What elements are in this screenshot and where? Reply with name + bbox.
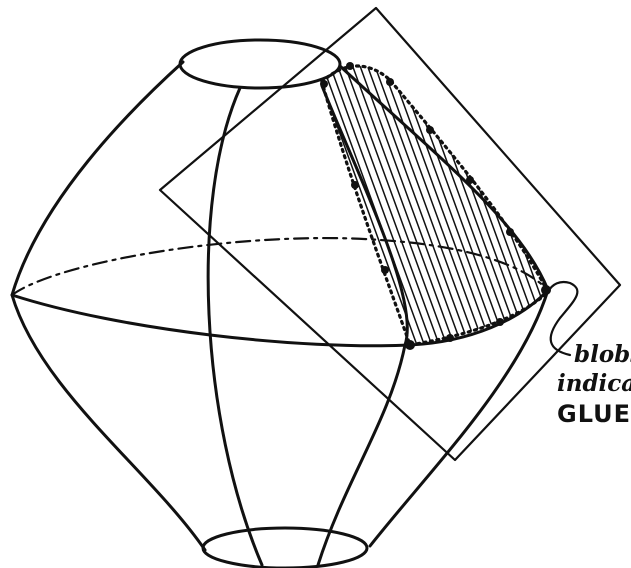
left-outline [12,62,205,550]
annotation-line-2: indicate [557,372,631,395]
annotation-pointer [548,282,577,355]
top-opening [180,40,340,88]
bottom-opening [203,528,367,568]
annotation-line-3: GLUE [557,402,631,426]
meridian-left [208,88,262,565]
glue-region [322,66,548,345]
annotation-line-1: blobs [574,343,631,366]
